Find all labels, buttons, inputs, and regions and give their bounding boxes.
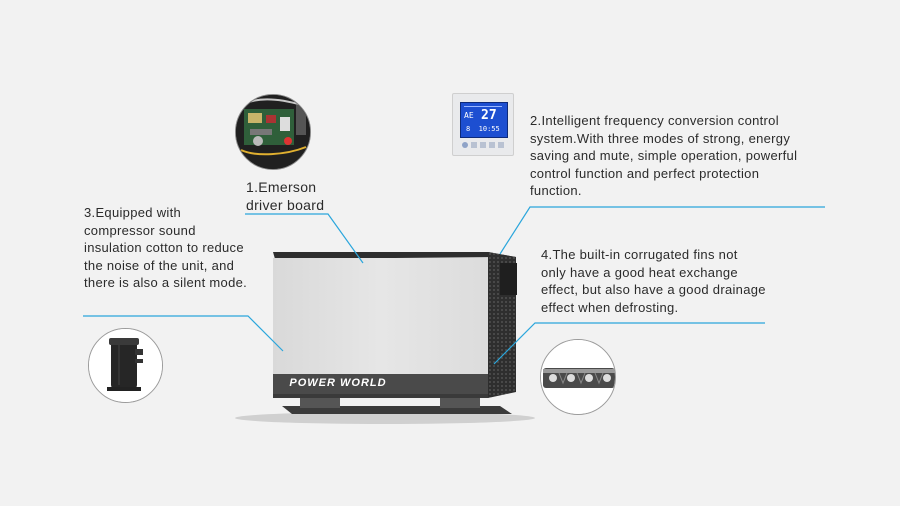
feature-line: system.With three modes of strong, energ… [530, 130, 791, 146]
feature-line: only have a good heat exchange [541, 264, 738, 280]
controller-panel-icon: AE 27 8 10:55 [452, 93, 514, 156]
compressor-icon [88, 328, 163, 403]
feature-line: function. [530, 183, 582, 198]
feature-line: there is also a silent mode. [84, 275, 248, 290]
feature-line: 2.Intelligent frequency conversion contr… [530, 113, 779, 128]
controller-button[interactable] [462, 142, 468, 148]
fins-icon [540, 339, 616, 415]
feature-line: the noise of the unit, and [84, 257, 235, 273]
feature-line: driver board [246, 197, 325, 213]
controller-screen: AE 27 8 10:55 [460, 102, 508, 138]
feature-line: 1.Emerson [246, 179, 317, 195]
feature-compressor-text: 3.Equipped with compressor sound insulat… [84, 204, 247, 292]
feature-line: 3.Equipped with [84, 205, 182, 220]
feature-line: compressor sound [84, 222, 196, 238]
brand-logo: POWER WORLD [289, 377, 387, 389]
controller-mode: AE [464, 111, 474, 120]
controller-button[interactable] [480, 142, 486, 148]
circuit-board-icon [235, 94, 311, 170]
controller-temp: 27 [481, 108, 497, 123]
feature-line: control function and perfect protection [530, 165, 760, 181]
feature-line: effect, but also have a good drainage [541, 282, 766, 297]
feature-line: effect when defrosting. [541, 299, 679, 315]
controller-clock: 8 10:55 [466, 125, 500, 133]
controller-button[interactable] [489, 142, 495, 148]
feature-emerson-text: 1.Emerson driver board [246, 178, 324, 214]
controller-button[interactable] [498, 142, 504, 148]
feature-control-text: 2.Intelligent frequency conversion contr… [530, 112, 797, 200]
feature-line: insulation cotton to reduce [84, 240, 244, 255]
feature-line: 4.The built-in corrugated fins not [541, 247, 738, 262]
controller-button[interactable] [471, 142, 477, 148]
feature-fins-text: 4.The built-in corrugated fins not only … [541, 246, 766, 316]
feature-line: saving and mute, simple operation, power… [530, 148, 798, 163]
